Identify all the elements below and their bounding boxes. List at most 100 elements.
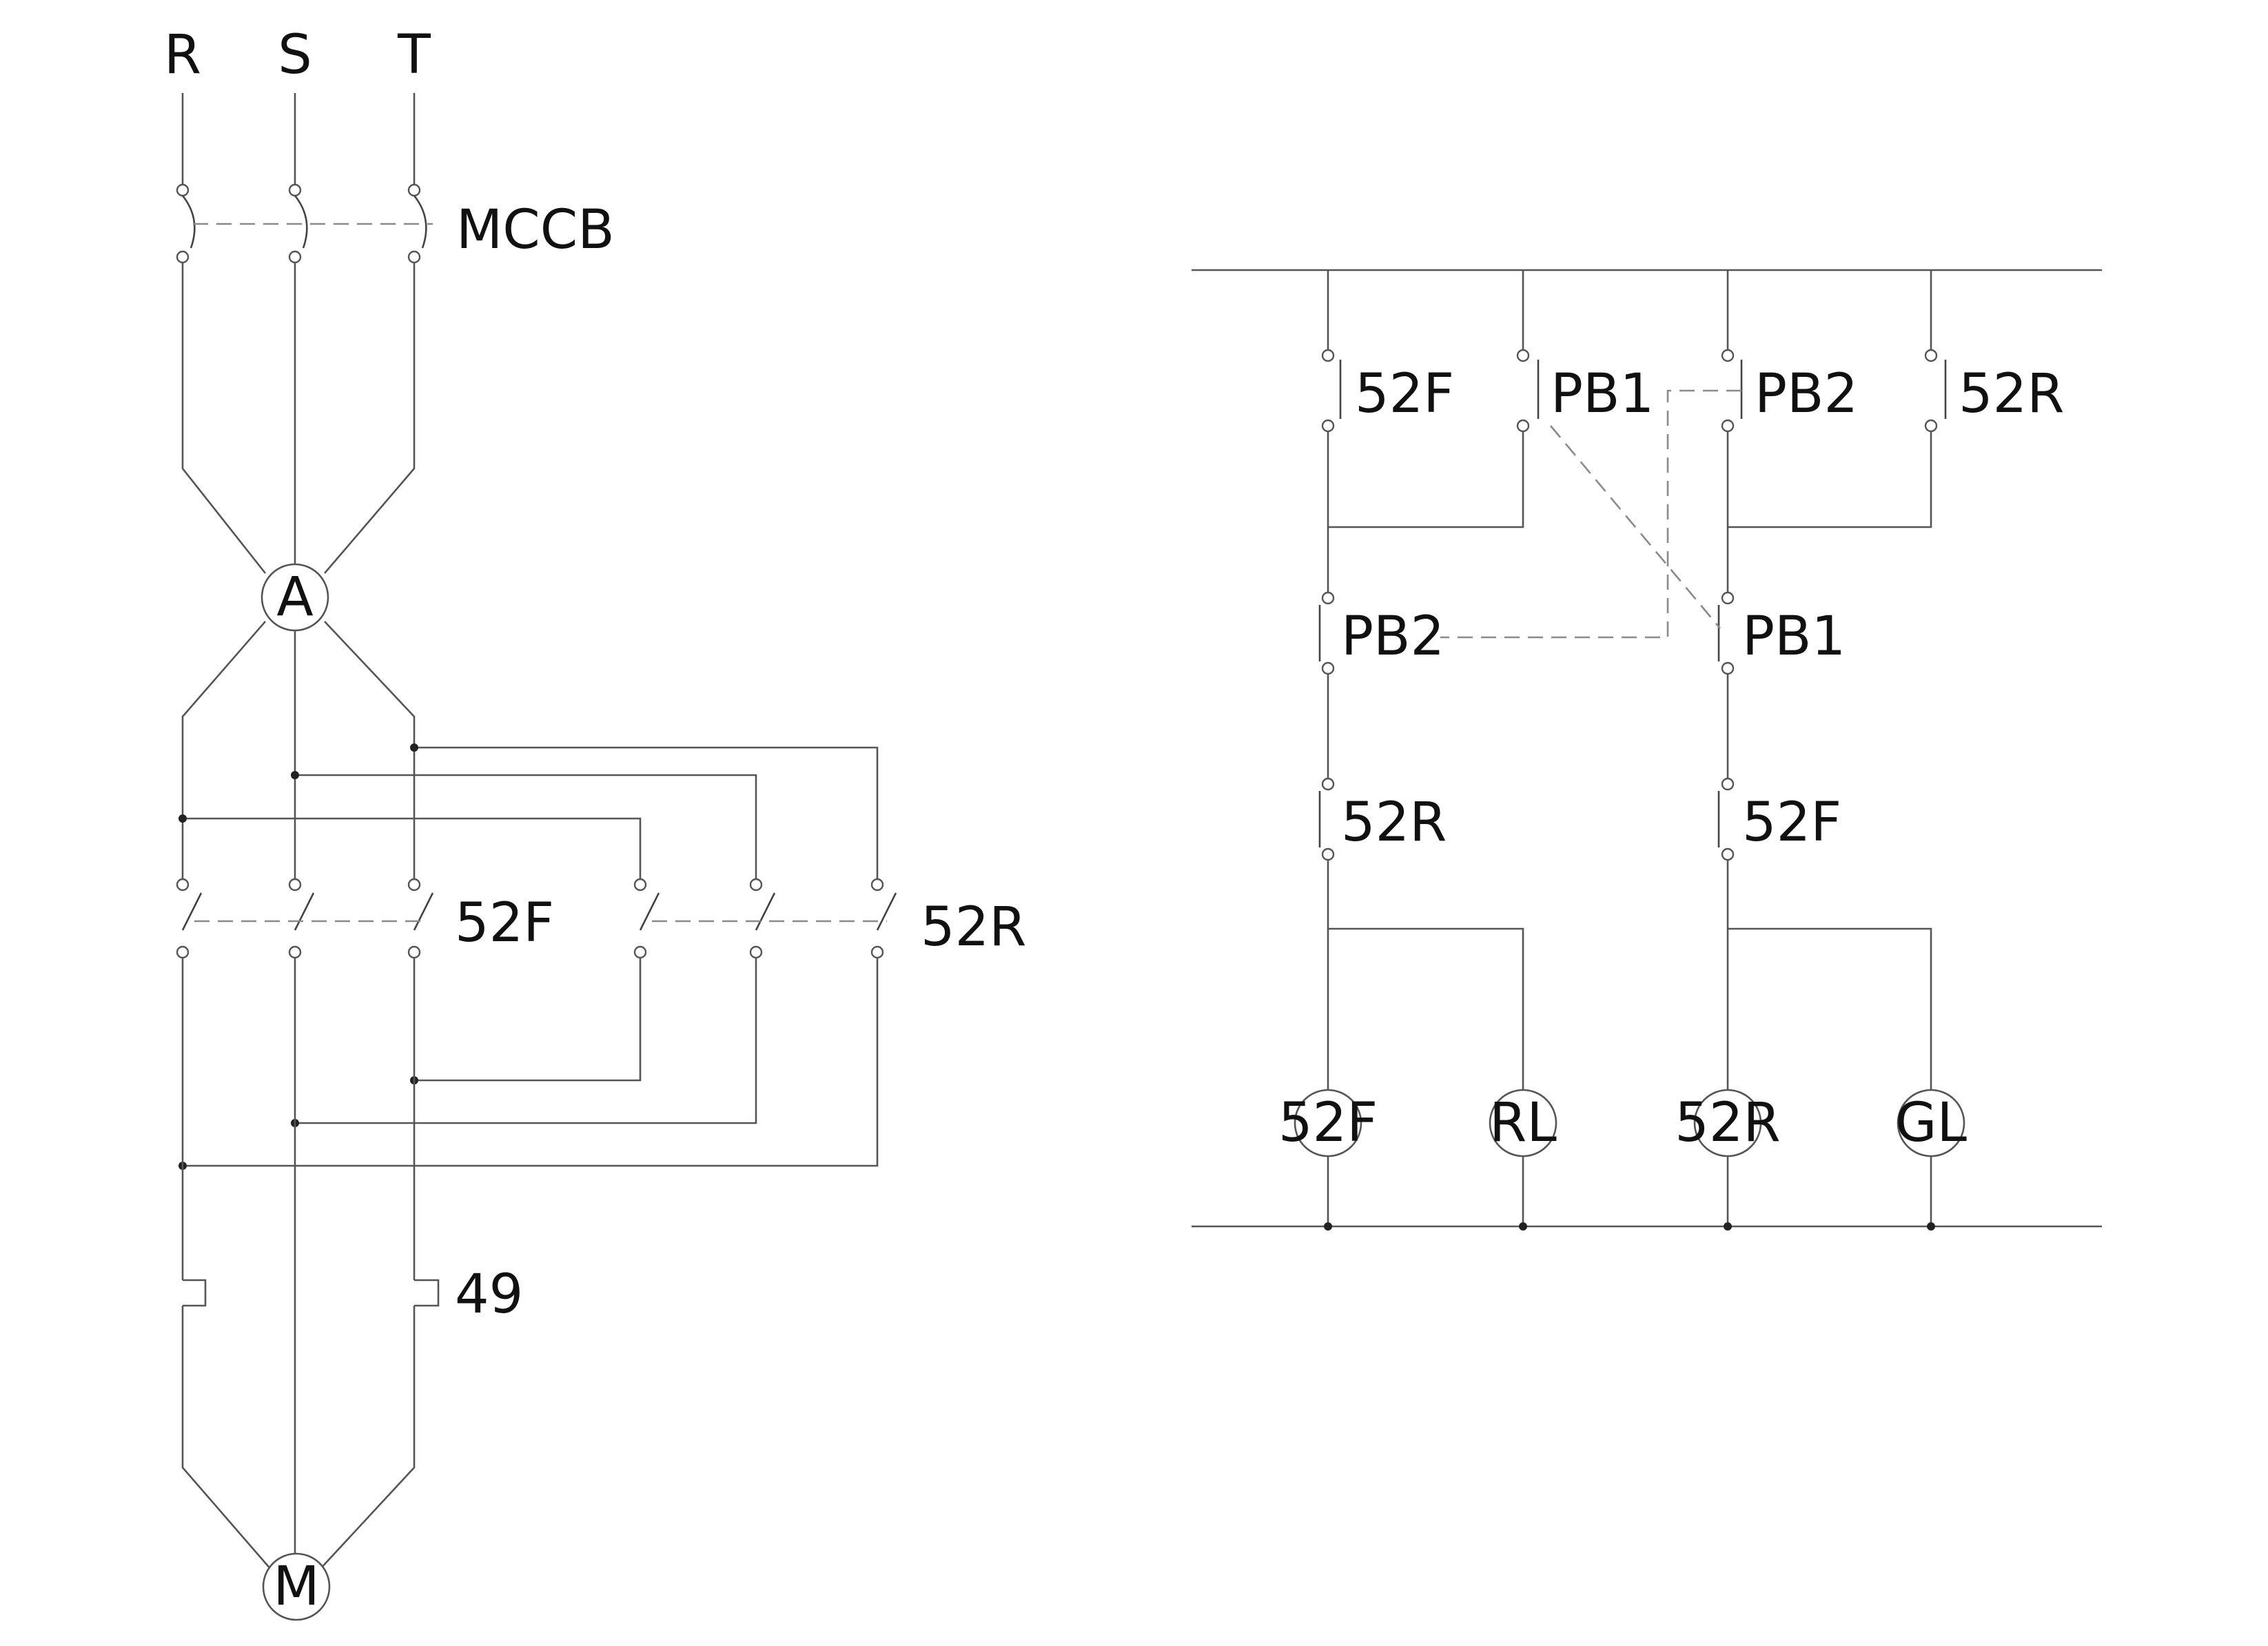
junction-node: [291, 771, 299, 779]
52f-t-bottom-terminal: [407, 945, 421, 959]
terminal: [1516, 419, 1530, 433]
terminal: [1721, 777, 1735, 791]
col1-parallel-join: [1327, 431, 1524, 528]
thermal-relay-49: 49: [183, 1264, 523, 1326]
52r-nc-interlock: 52R: [1318, 777, 1447, 861]
junction-node: [1724, 1222, 1732, 1231]
phase-label-t: T: [397, 24, 431, 86]
52r-3-contact: [876, 892, 897, 931]
terminal: [1321, 847, 1335, 861]
self-hold-contact-52r: 52R: [1924, 349, 2064, 433]
contact-label-52r: 52R: [1959, 363, 2064, 425]
terminal: [1721, 661, 1735, 675]
motor-label: M: [273, 1556, 319, 1618]
mccb-s-pole: [294, 195, 308, 249]
terminal: [1721, 847, 1735, 861]
terminal: [1924, 349, 1938, 362]
pb2-mechanical-link: [1440, 389, 1741, 639]
interlock-label-52r: 52R: [1341, 792, 1447, 854]
mccb-s-bottom-terminal: [288, 250, 302, 264]
mccb-r-bottom-terminal: [176, 250, 190, 264]
mccb-t-bottom-terminal: [407, 250, 421, 264]
pb2-nc-interlock: PB2: [1318, 591, 1444, 675]
phase-r-to-motor: [181, 1306, 273, 1572]
52f-r-top-terminal: [176, 878, 190, 892]
52f-nc-interlock: 52F: [1717, 777, 1841, 861]
52f-r-bottom-terminal: [176, 945, 190, 959]
reverse-out-2-wire: [295, 958, 757, 1124]
52r-1-contact: [639, 892, 660, 931]
junction-node: [178, 814, 187, 823]
thermal-relay-label: 49: [455, 1264, 523, 1326]
power-circuit: R S T MCCB A: [164, 24, 1026, 1621]
ammeter-label: A: [276, 566, 313, 628]
mccb-r-pole: [181, 195, 196, 249]
terminal: [1721, 349, 1735, 362]
52r-3-bottom-terminal: [870, 945, 884, 959]
52r-2-top-terminal: [749, 878, 763, 892]
terminal: [1721, 591, 1735, 605]
reverse-out-3-wire: [183, 958, 879, 1167]
terminal: [1924, 419, 1938, 433]
thermal-element-t: [414, 1279, 440, 1307]
52f-r-contact: [181, 892, 203, 931]
52r-1-top-terminal: [633, 878, 647, 892]
junction-node: [1324, 1222, 1332, 1231]
52f-t-top-terminal: [407, 878, 421, 892]
junction-node: [410, 743, 418, 752]
mccb-label: MCCB: [456, 199, 615, 261]
junction-node: [1927, 1222, 1935, 1231]
junction-node: [1519, 1222, 1527, 1231]
terminal: [1721, 419, 1735, 433]
reverse-feed-t-wire: [414, 746, 879, 879]
pb1-mechanical-link: [1550, 425, 1721, 629]
phase-r-to-ammeter: [181, 263, 267, 574]
terminal: [1516, 349, 1530, 362]
mccb-r-top-terminal: [176, 183, 190, 197]
reverse-feed-r-wire: [183, 817, 642, 879]
thermal-element-r: [183, 1279, 207, 1307]
col1-load-split: [1327, 860, 1524, 1091]
contact-label-pb1: PB1: [1551, 363, 1654, 425]
mccb-s-top-terminal: [288, 183, 302, 197]
forward-contactor-52f: 52F: [176, 878, 554, 959]
mccb-breaker: MCCB: [176, 183, 615, 264]
mccb-t-pole: [413, 195, 427, 249]
reverse-contactor-label: 52R: [921, 896, 1026, 958]
coil-label-52f: 52F: [1278, 1092, 1378, 1154]
reverse-contactor-52r: 52R: [633, 878, 1026, 959]
interlock-label-pb1: PB1: [1742, 606, 1846, 668]
phase-label-r: R: [164, 24, 201, 86]
52r-3-top-terminal: [870, 878, 884, 892]
lamp-label-rl: RL: [1489, 1092, 1557, 1154]
52f-s-contact: [294, 892, 315, 931]
self-hold-contact-52f: 52F: [1321, 349, 1454, 433]
52f-s-top-terminal: [288, 878, 302, 892]
motor-symbol: [262, 1552, 331, 1621]
52f-t-contact: [413, 892, 434, 931]
phase-label-s: S: [278, 24, 312, 86]
coil-label-52r: 52R: [1675, 1092, 1780, 1154]
pushbutton-pb1: PB1: [1516, 349, 1654, 433]
lamp-label-gl: GL: [1895, 1092, 1967, 1154]
col3-load-split: [1726, 860, 1932, 1091]
terminal: [1321, 349, 1335, 362]
phase-r-from-ammeter: [181, 621, 266, 879]
52r-2-contact: [755, 892, 776, 931]
contact-label-52f: 52F: [1355, 363, 1454, 425]
phase-t-to-motor: [318, 1306, 416, 1572]
phase-t-to-ammeter: [324, 263, 416, 574]
terminal: [1321, 661, 1335, 675]
terminal: [1321, 777, 1335, 791]
pb1-nc-interlock: PB1: [1717, 591, 1846, 675]
control-circuit: 52F PB1 PB2 52R: [1192, 269, 2102, 1231]
interlock-label-pb2: PB2: [1341, 606, 1444, 668]
forward-contactor-label: 52F: [455, 892, 554, 954]
phase-t-from-ammeter: [324, 621, 416, 879]
pushbutton-pb2: PB2: [1721, 349, 1858, 433]
contact-label-pb2: PB2: [1755, 363, 1858, 425]
col3-parallel-join: [1726, 431, 1932, 528]
reverse-out-1-wire: [414, 958, 642, 1082]
reverse-feed-s-wire: [295, 774, 757, 879]
